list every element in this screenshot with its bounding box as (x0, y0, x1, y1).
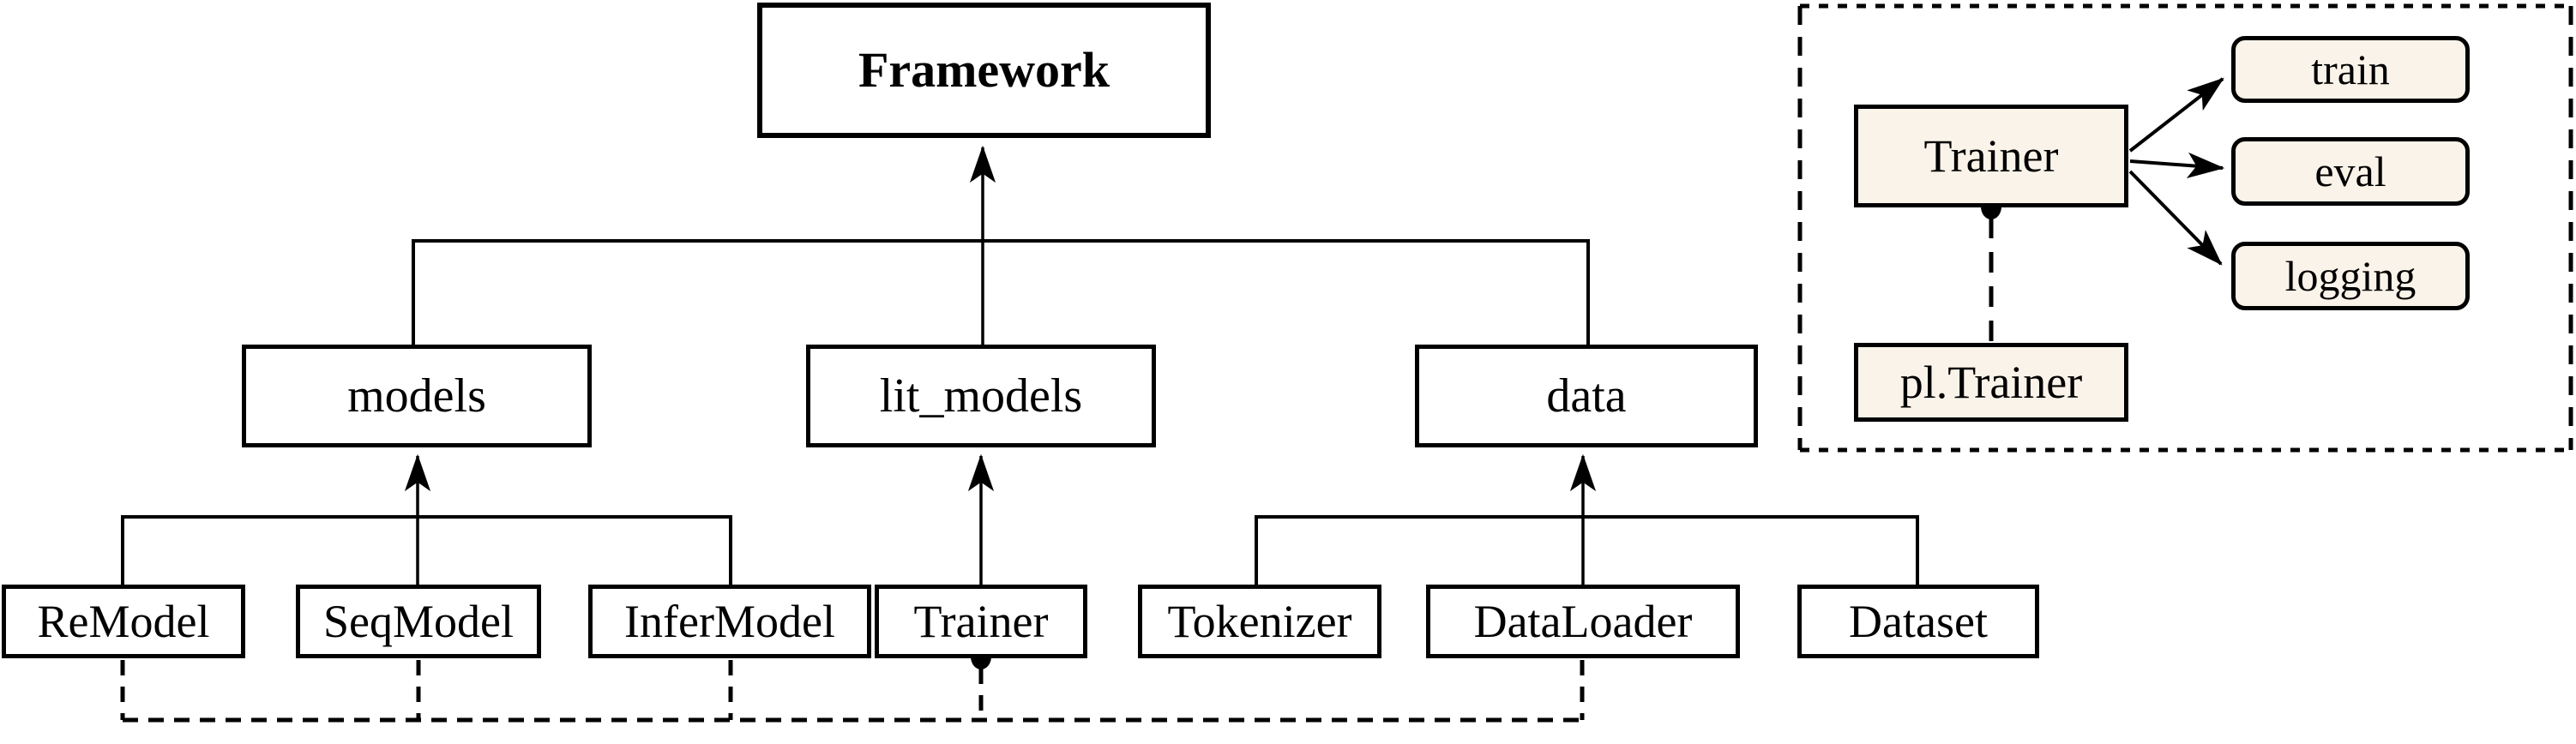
arrow-to-logging (2128, 170, 2223, 266)
node-models-label: models (347, 369, 486, 423)
node-remodel: ReModel (2, 585, 245, 658)
node-dataset-label: Dataset (1849, 596, 1988, 647)
node-infermodel-label: InferModel (624, 596, 835, 647)
panel-node-train: train (2231, 36, 2470, 103)
node-dataloader-label: DataLoader (1473, 596, 1693, 647)
node-framework: Framework (757, 3, 1211, 138)
node-lit-models-label: lit_models (879, 369, 1083, 423)
panel-node-pl-trainer-label: pl.Trainer (1899, 357, 2083, 408)
detail-panel-border (1797, 3, 2573, 453)
models-bus-line (121, 515, 732, 585)
node-framework-label: Framework (858, 42, 1110, 98)
node-dataloader: DataLoader (1426, 585, 1740, 658)
node-dataset: Dataset (1797, 585, 2039, 658)
panel-node-eval: eval (2231, 137, 2470, 206)
panel-node-pl-trainer: pl.Trainer (1854, 343, 2128, 422)
node-data-label: data (1546, 369, 1627, 423)
node-infermodel: InferModel (588, 585, 871, 658)
node-tokenizer-label: Tokenizer (1167, 596, 1352, 647)
framework-hierarchy-connectors (412, 145, 1590, 345)
panel-node-trainer: Trainer (1854, 105, 2128, 207)
node-seqmodel-label: SeqModel (323, 596, 514, 647)
data-subtree-connectors (1255, 453, 1919, 585)
data-bus-line (1255, 515, 1919, 585)
panel-node-logging: logging (2231, 242, 2470, 310)
node-remodel-label: ReModel (37, 596, 210, 647)
node-trainer-label: Trainer (913, 596, 1049, 647)
panel-node-train-label: train (2311, 45, 2390, 93)
node-data: data (1415, 345, 1758, 447)
panel-node-trainer-label: Trainer (1923, 130, 2059, 182)
panel-node-logging-label: logging (2284, 252, 2417, 300)
panel-node-eval-label: eval (2314, 147, 2386, 195)
node-seqmodel: SeqModel (296, 585, 541, 658)
level1-bus-line (412, 239, 1590, 345)
node-lit-models: lit_models (806, 345, 1156, 447)
arrow-to-eval (2129, 152, 2225, 179)
arrow-to-train (2128, 77, 2224, 153)
node-tokenizer: Tokenizer (1138, 585, 1381, 658)
node-trainer: Trainer (875, 585, 1087, 658)
models-subtree-connectors (121, 453, 732, 585)
node-models: models (242, 345, 592, 447)
